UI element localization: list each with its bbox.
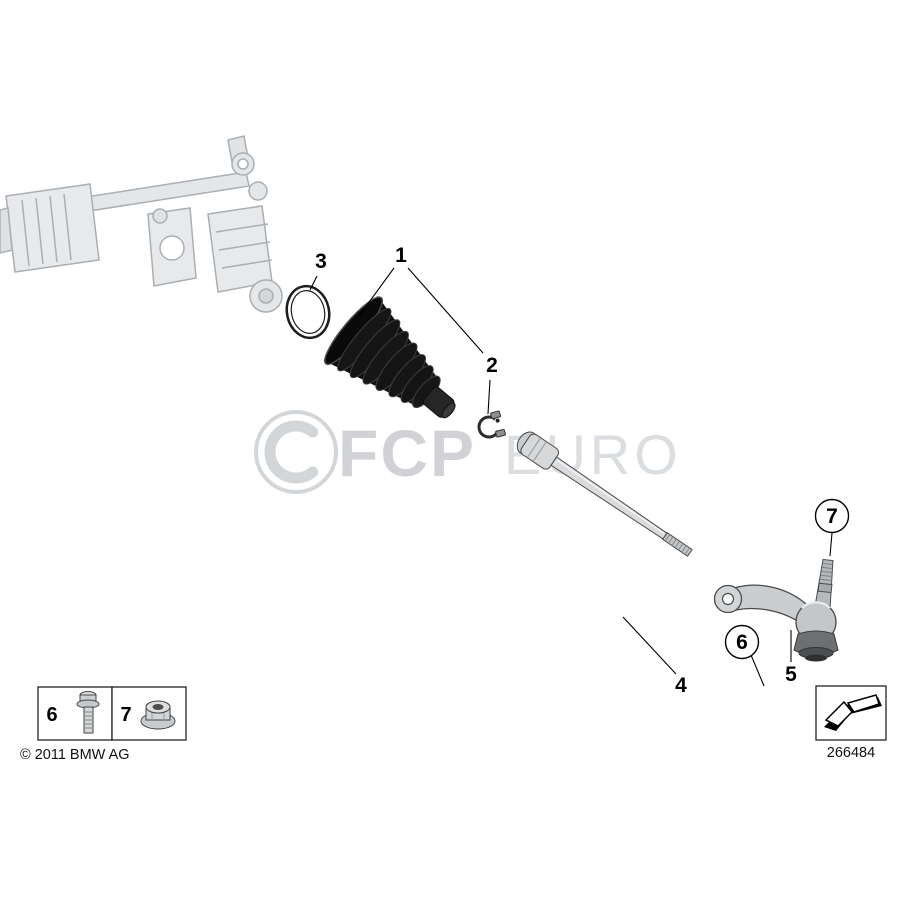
callout-5: 5	[785, 663, 797, 686]
watermark: FCP EURO	[254, 410, 678, 494]
callout-leaders	[309, 267, 833, 687]
callout-7: 7	[826, 505, 838, 528]
callout-6: 6	[736, 631, 748, 654]
callout-3: 3	[315, 250, 327, 273]
direction-box	[815, 685, 887, 741]
callout-circle-6: 6	[724, 624, 760, 660]
flange-nut-icon	[140, 700, 176, 730]
callout-1: 1	[395, 244, 407, 267]
leader-2	[487, 379, 491, 415]
legend-box-bolt	[37, 686, 113, 741]
boot-clamp-small	[477, 410, 506, 439]
copyright-text: © 2011 BMW AG	[20, 747, 130, 763]
outer-tie-rod-end	[713, 558, 839, 662]
direction-arrow-icon	[824, 694, 882, 731]
leader-1a	[358, 267, 395, 317]
bolt-icon	[76, 691, 100, 734]
callout-4: 4	[675, 674, 687, 697]
callout-2: 2	[486, 354, 498, 377]
steering-rack-assembly	[0, 135, 283, 313]
diagram-number: 266484	[827, 745, 875, 761]
tie-rod-stud	[814, 558, 834, 608]
callout-circle-7: 7	[814, 498, 850, 534]
leader-3	[309, 275, 318, 291]
leader-1b	[407, 267, 484, 354]
inner-tie-rod	[516, 431, 693, 557]
fastener-legend: 6 7	[37, 686, 187, 741]
legend-bolt-number: 6	[46, 704, 57, 726]
legend-nut-number: 7	[120, 704, 131, 726]
tie-rod-arm	[733, 584, 807, 626]
fcp-logo-icon	[254, 410, 338, 494]
clamp-eye-hole	[721, 592, 735, 606]
steering-boot	[323, 295, 456, 419]
leader-7	[829, 532, 833, 557]
leader-6	[750, 654, 765, 687]
boot-clamp-ring	[285, 284, 331, 340]
leader-4	[622, 616, 677, 675]
watermark-text-fcp: FCP	[338, 416, 476, 490]
